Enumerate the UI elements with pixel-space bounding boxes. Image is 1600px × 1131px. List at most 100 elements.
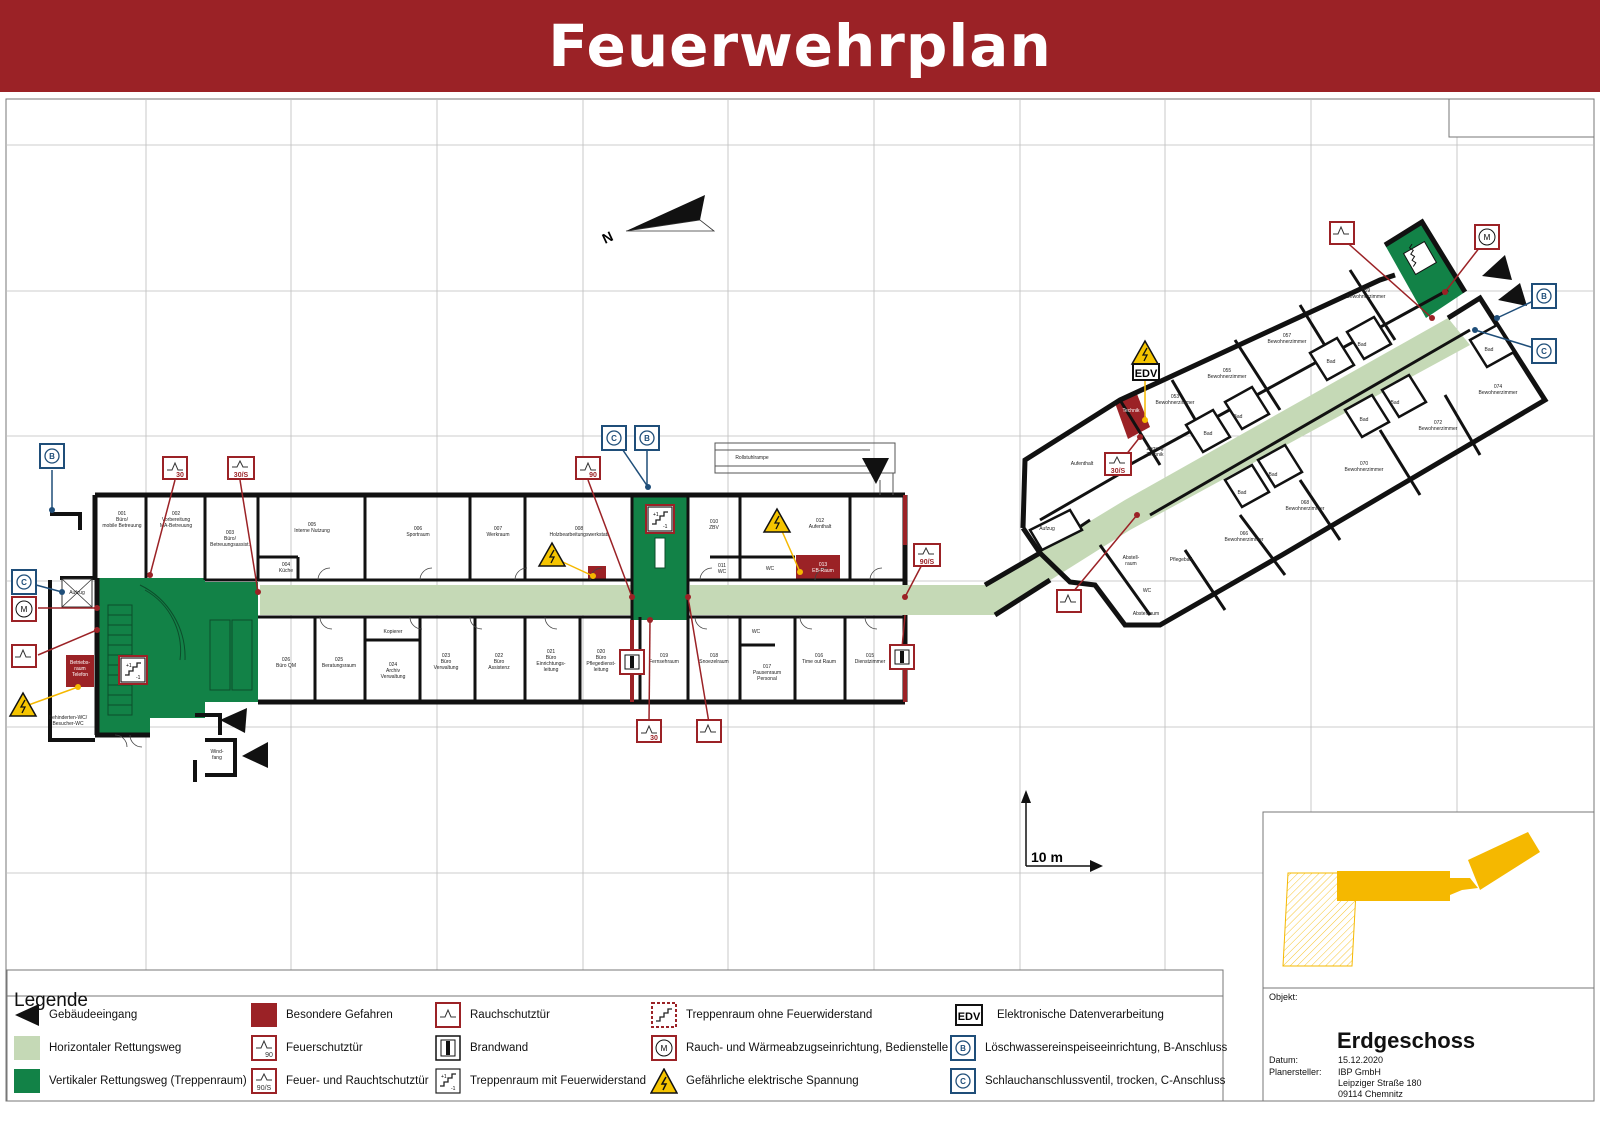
hose-valve-c-icon: C xyxy=(601,425,627,451)
svg-text:066: 066 xyxy=(1240,531,1249,537)
title-block: Objekt: Erdgeschoss Datum: 15.12.2020 Pl… xyxy=(1263,990,1595,1102)
svg-text:B: B xyxy=(1541,292,1547,301)
high-voltage-icon xyxy=(650,1068,678,1094)
svg-text:Bewohnerzimmer: Bewohnerzimmer xyxy=(1208,374,1247,380)
svg-text:Interne Nutzung: Interne Nutzung xyxy=(294,528,330,534)
svg-text:Pflegebad: Pflegebad xyxy=(1170,557,1193,563)
svg-text:M: M xyxy=(1484,233,1491,242)
svg-text:074: 074 xyxy=(1494,384,1503,390)
north-arrow-icon: N xyxy=(600,195,716,247)
svg-text:Büro: Büro xyxy=(494,659,505,665)
svg-text:Assistenz: Assistenz xyxy=(488,665,510,671)
svg-text:Zugang: Zugang xyxy=(1147,446,1164,452)
svg-text:Time out Raum: Time out Raum xyxy=(802,659,836,665)
svg-text:ZBV: ZBV xyxy=(709,525,719,531)
svg-text:Küche: Küche xyxy=(279,568,293,574)
svg-text:Behinderten-WC/: Behinderten-WC/ xyxy=(49,715,88,721)
svg-text:016: 016 xyxy=(815,653,824,659)
smoke-door-icon xyxy=(11,644,37,668)
svg-text:003: 003 xyxy=(226,530,235,536)
svg-text:WC: WC xyxy=(718,569,727,575)
svg-text:005: 005 xyxy=(308,522,317,528)
svg-text:024: 024 xyxy=(389,662,398,668)
svg-text:raum: raum xyxy=(74,666,85,672)
svg-text:Einrichtungs-: Einrichtungs- xyxy=(536,661,566,667)
svg-text:Beratungsraum: Beratungsraum xyxy=(322,663,356,669)
water-feed-b-icon: B xyxy=(634,425,660,451)
header-bar: Feuerwehrplan xyxy=(0,0,1600,92)
svg-text:Büro/: Büro/ xyxy=(116,517,129,523)
svg-text:Personal: Personal xyxy=(757,676,777,682)
svg-text:EDV: EDV xyxy=(1135,368,1158,380)
svg-text:B: B xyxy=(644,434,650,443)
firewall-icon xyxy=(889,644,915,670)
smoke-door-icon xyxy=(435,1002,461,1028)
smoke-door-icon xyxy=(696,719,722,743)
svg-text:019: 019 xyxy=(660,653,669,659)
special-hazard-icon xyxy=(251,1003,277,1027)
svg-text:30: 30 xyxy=(650,735,658,742)
svg-text:leitung: leitung xyxy=(594,667,609,673)
overview-map xyxy=(1282,832,1540,967)
svg-text:Fernsehraum: Fernsehraum xyxy=(649,659,679,665)
svg-text:Kopierer: Kopierer xyxy=(384,629,403,635)
svg-text:Bad: Bad xyxy=(1327,359,1336,365)
legend-item: Rauchschutztür xyxy=(434,1002,550,1028)
svg-text:90: 90 xyxy=(265,1052,273,1059)
smoke-heat-exhaust-icon: M xyxy=(651,1035,677,1061)
svg-text:B: B xyxy=(960,1044,966,1053)
svg-text:010: 010 xyxy=(710,519,719,525)
legend-item: Treppenraum mit Feuerwiderstand xyxy=(434,1068,646,1094)
svg-text:Archiv: Archiv xyxy=(386,668,400,674)
legend-item: B Löschwassereinspeiseeinrichtung, B-Ans… xyxy=(949,1035,1227,1061)
building-entrance-icon xyxy=(15,1004,39,1026)
svg-text:C: C xyxy=(1541,347,1547,356)
svg-text:Bad: Bad xyxy=(1238,490,1247,496)
svg-text:015: 015 xyxy=(866,653,875,659)
legend-item: Brandwand xyxy=(434,1035,528,1061)
svg-text:007: 007 xyxy=(494,526,503,532)
legend: Legende Gebäudeeingang Horizontaler Rett… xyxy=(7,990,1227,1102)
datum-label: Datum: xyxy=(1269,1055,1299,1065)
firewall-icon xyxy=(619,649,645,675)
high-voltage-icon xyxy=(8,691,38,717)
svg-text:026: 026 xyxy=(282,657,291,663)
datum-value: 15.12.2020 xyxy=(1338,1055,1384,1065)
legend-item: Gebäudeeingang xyxy=(13,1002,137,1028)
svg-text:Bewohnerzimmer: Bewohnerzimmer xyxy=(1345,467,1384,473)
fire-smoke-door-icon: 90/S xyxy=(913,543,941,567)
svg-text:90/S: 90/S xyxy=(257,1085,272,1092)
svg-text:C: C xyxy=(960,1077,966,1086)
svg-text:070: 070 xyxy=(1360,461,1369,467)
svg-text:M: M xyxy=(661,1044,668,1053)
svg-text:C: C xyxy=(21,578,27,587)
firewall-icon xyxy=(435,1035,461,1061)
svg-text:023: 023 xyxy=(442,653,451,659)
hose-valve-c-icon: C xyxy=(950,1068,976,1094)
svg-text:raum: raum xyxy=(1125,561,1136,567)
building-entrance-icon xyxy=(220,255,1527,768)
svg-text:30: 30 xyxy=(176,472,184,479)
svg-text:Bad: Bad xyxy=(1234,414,1243,420)
svg-text:004: 004 xyxy=(282,562,291,568)
smoke-door-icon xyxy=(1329,221,1355,245)
svg-text:30/S: 30/S xyxy=(1111,468,1126,475)
svg-text:053: 053 xyxy=(1171,394,1180,400)
svg-text:Snoezelraum: Snoezelraum xyxy=(699,659,728,665)
svg-text:002: 002 xyxy=(172,511,181,517)
svg-text:Abstellraum: Abstellraum xyxy=(1133,611,1159,617)
svg-text:30/S: 30/S xyxy=(234,472,249,479)
svg-text:Betreuungsassist.: Betreuungsassist. xyxy=(210,542,250,548)
svg-text:008: 008 xyxy=(575,526,584,532)
legend-item: Horizontaler Rettungsweg xyxy=(13,1035,181,1061)
svg-text:011: 011 xyxy=(718,563,726,569)
svg-text:Bad: Bad xyxy=(1485,347,1494,353)
svg-text:Aufenthalt: Aufenthalt xyxy=(809,524,832,530)
svg-text:Büro: Büro xyxy=(441,659,452,665)
hose-valve-c-icon: C xyxy=(1531,338,1557,364)
fire-smoke-door-icon: 30/S xyxy=(1104,452,1132,476)
svg-text:Büro QM: Büro QM xyxy=(276,663,296,669)
svg-text:Aufenthalt: Aufenthalt xyxy=(1071,461,1094,467)
legend-item: Treppenraum ohne Feuerwiderstand xyxy=(650,1002,872,1028)
